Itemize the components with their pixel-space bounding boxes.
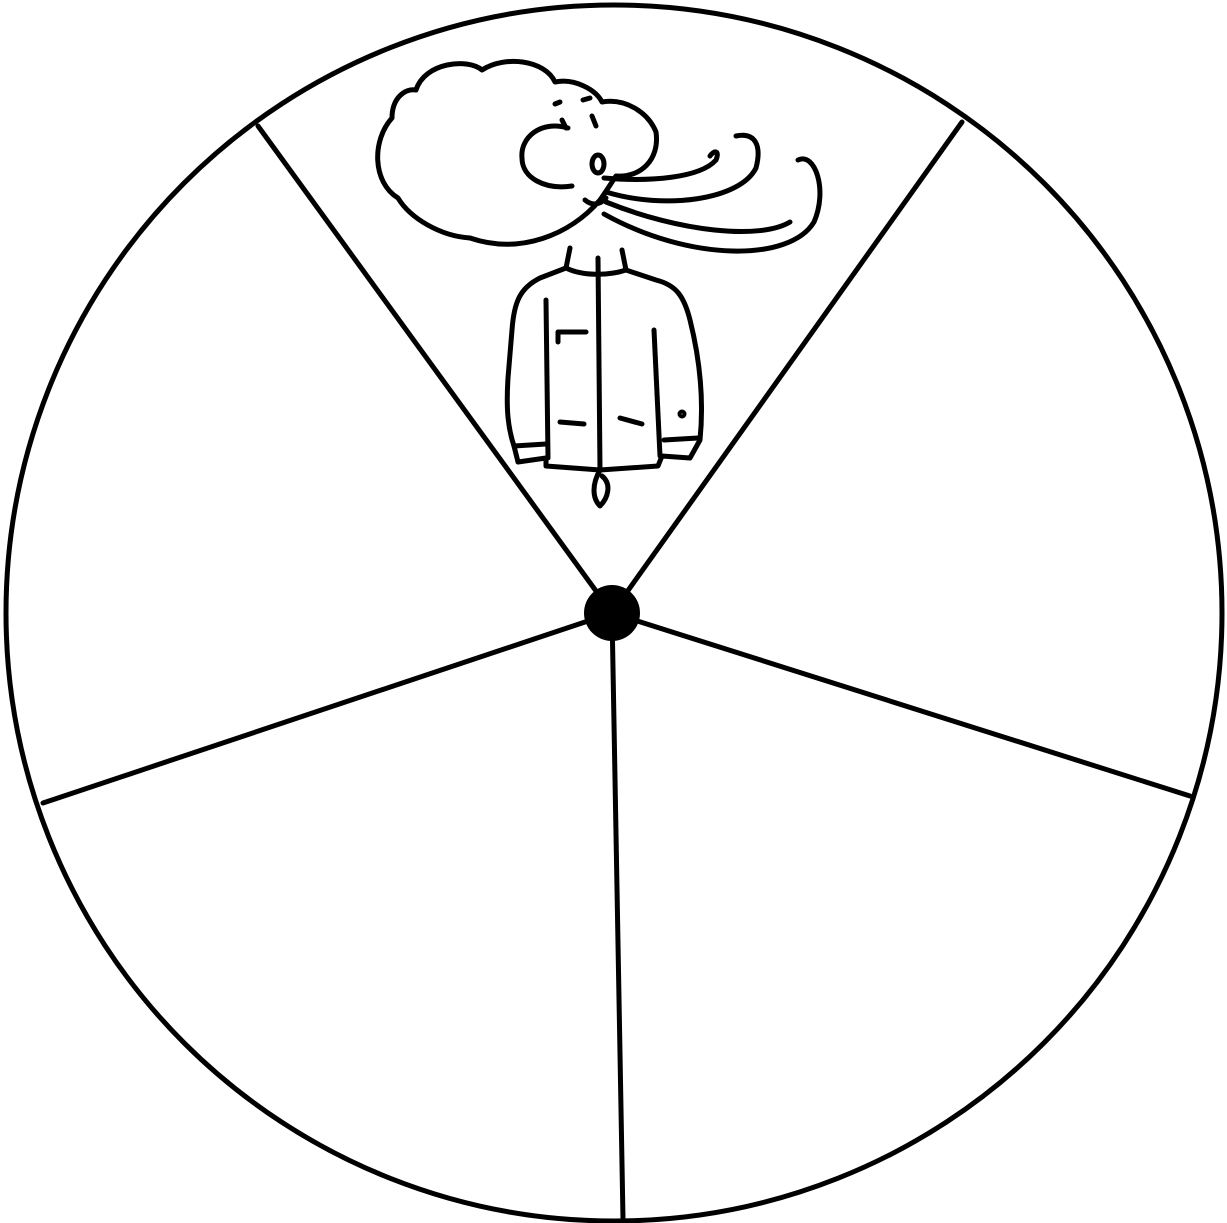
divider-line	[258, 126, 612, 613]
jacket-pocket-left	[560, 422, 584, 424]
center-pin	[584, 585, 640, 641]
jacket-icon	[507, 248, 701, 470]
jacket-cuff-left	[514, 444, 546, 446]
jacket-chest-pocket	[558, 332, 586, 342]
jacket-zipper	[598, 258, 600, 470]
jacket-cuff-right	[664, 438, 698, 440]
cloud-brow-right	[583, 98, 590, 100]
divider-line	[612, 122, 962, 613]
jacket-arm-seam-right	[654, 330, 660, 456]
cloud-eye-right	[592, 116, 596, 126]
wind-gust	[606, 135, 758, 201]
divider-line	[612, 613, 1190, 796]
cloud-smile	[585, 198, 606, 204]
divider-line	[612, 613, 623, 1219]
cloud-icon	[378, 61, 657, 244]
divider-line	[43, 613, 612, 803]
cloud-mouth	[592, 155, 604, 173]
jacket-button	[680, 412, 684, 416]
cloud-cheek	[522, 126, 572, 187]
jacket-pocket-right	[620, 418, 642, 424]
windy-cloud-jacket-icon	[378, 61, 820, 506]
cloud-brow-left	[555, 102, 560, 104]
jacket-zipper-pull	[594, 470, 608, 506]
jacket-arm-seam-left	[546, 300, 548, 458]
